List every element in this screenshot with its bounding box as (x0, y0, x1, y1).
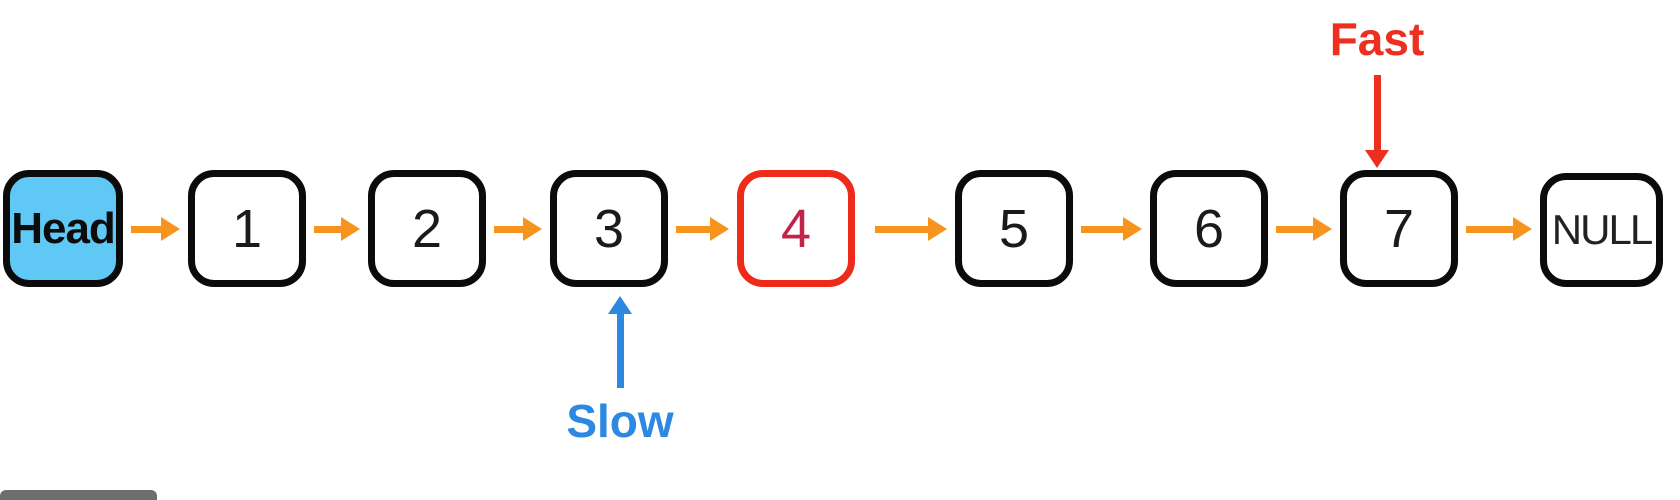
node-4-label: 4 (780, 198, 812, 259)
link-arrow-1-to-2 (314, 217, 360, 241)
link-arrow-7-to-null (1466, 217, 1532, 241)
link-arrow-3-to-4 (676, 217, 729, 241)
link-arrow-6-to-7 (1276, 217, 1332, 241)
node-7: 7 (1340, 170, 1458, 287)
node-2-label: 2 (411, 198, 443, 259)
arrow-shaft (494, 226, 527, 233)
node-1-label: 1 (231, 198, 263, 259)
fast-pointer-label: Fast (1329, 13, 1425, 65)
arrowhead-right-icon (1513, 217, 1532, 241)
arrowhead-right-icon (161, 217, 180, 241)
slow-pointer-arrow-up-icon (607, 296, 633, 388)
node-null: NULL (1540, 173, 1663, 287)
arrowhead-right-icon (710, 217, 729, 241)
node-4-highlighted: 4 (737, 170, 855, 287)
arrow-shaft (1081, 226, 1127, 233)
arrowhead-right-icon (1123, 217, 1142, 241)
node-3: 3 (550, 170, 668, 287)
node-5-label: 5 (998, 198, 1030, 259)
arrow-shaft (1276, 226, 1317, 233)
slow-pointer-label: Slow (566, 395, 674, 447)
arrow-shaft (131, 226, 165, 233)
link-arrow-head-to-1 (131, 217, 180, 241)
link-arrow-2-to-3 (494, 217, 542, 241)
arrow-shaft (1373, 75, 1381, 151)
arrowhead-up-icon (608, 296, 632, 314)
node-6-label: 6 (1193, 198, 1225, 259)
node-5: 5 (955, 170, 1073, 287)
node-null-label: NULL (1551, 206, 1653, 253)
arrow-shaft (1466, 226, 1517, 233)
arrow-shaft (875, 226, 932, 233)
node-1: 1 (188, 170, 306, 287)
fast-pointer-arrow-down-icon (1364, 75, 1390, 168)
arrowhead-right-icon (341, 217, 360, 241)
arrowhead-right-icon (928, 217, 947, 241)
node-3-label: 3 (593, 198, 625, 259)
arrowhead-right-icon (1313, 217, 1332, 241)
node-head-label: Head (11, 203, 116, 253)
arrowhead-down-icon (1365, 150, 1389, 168)
node-7-label: 7 (1383, 198, 1415, 259)
link-arrow-4-to-5 (875, 217, 947, 241)
arrow-shaft (616, 313, 624, 388)
arrowhead-right-icon (523, 217, 542, 241)
bottom-left-gray-bar (0, 490, 157, 500)
arrow-shaft (676, 226, 714, 233)
arrow-shaft (314, 226, 345, 233)
node-2: 2 (368, 170, 486, 287)
node-6: 6 (1150, 170, 1268, 287)
node-head: Head (3, 170, 123, 287)
link-arrow-5-to-6 (1081, 217, 1142, 241)
